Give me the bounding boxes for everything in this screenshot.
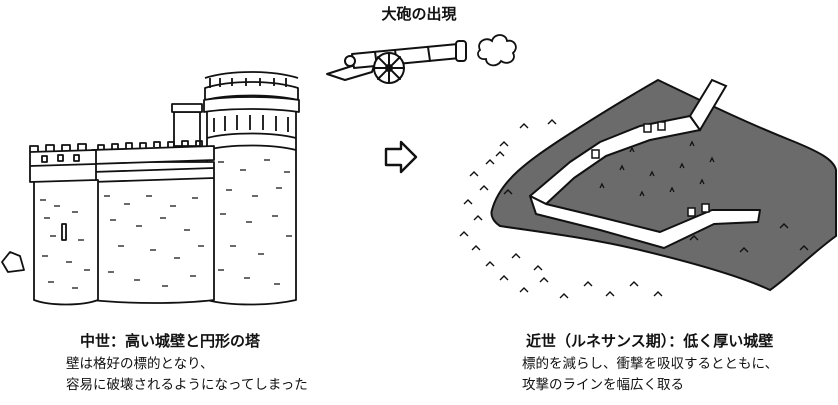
diagram-title: 大砲の出現 bbox=[381, 5, 457, 23]
left-caption-body: 壁は格好の標的となり、 容易に破壊されるようになってしまった bbox=[66, 354, 308, 396]
left-caption-line: 容易に破壊されるようになってしまった bbox=[66, 377, 308, 393]
right-caption-body: 標的を減らし、衝撃を吸収するとともに、 攻撃のラインを幅広く取る bbox=[522, 354, 778, 396]
arrow-right-icon bbox=[384, 140, 418, 174]
right-caption-line: 標的を減らし、衝撃を吸収するとともに、 bbox=[522, 356, 779, 372]
smoke-puff-icon bbox=[477, 34, 517, 67]
left-caption-heading: 中世：高い城壁と円形の塔 bbox=[80, 332, 261, 350]
left-caption-line: 壁は格好の標的となり、 bbox=[66, 356, 214, 372]
cannon-illustration bbox=[326, 40, 467, 84]
right-caption-line: 攻撃のラインを幅広く取る bbox=[522, 377, 684, 393]
right-caption-heading: 近世（ルネサンス期）：低く厚い城壁 bbox=[526, 332, 774, 350]
star-fort-illustration bbox=[459, 78, 837, 299]
medieval-castle-illustration bbox=[1, 71, 300, 306]
